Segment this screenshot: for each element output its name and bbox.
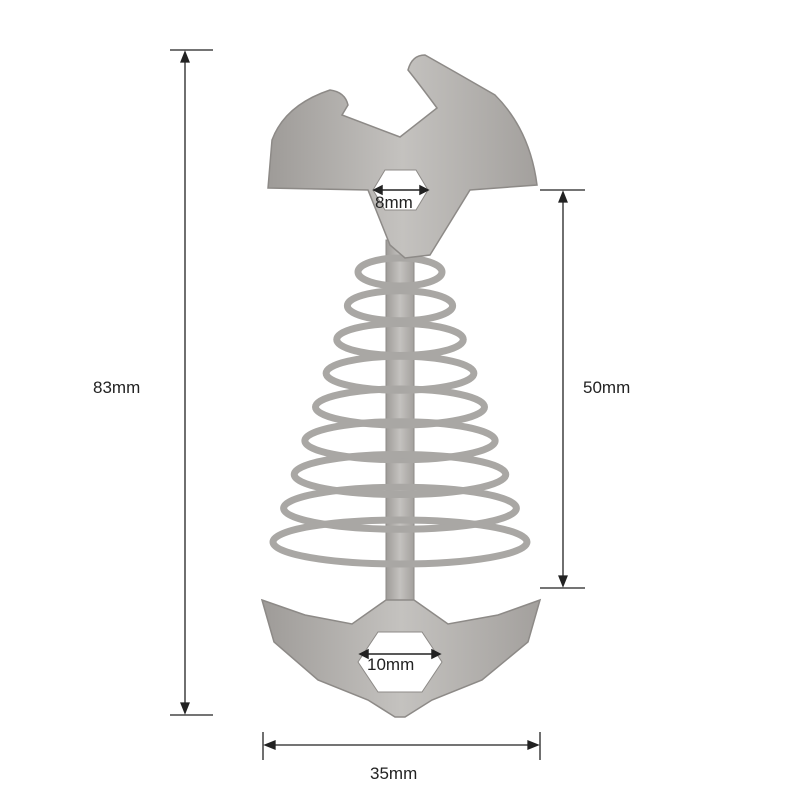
dimension-lines bbox=[170, 49, 585, 760]
spring-coil-ring bbox=[301, 418, 499, 464]
top-wrench-plate bbox=[267, 54, 538, 259]
total-length-label: 83mm bbox=[93, 378, 141, 397]
spring-length-label: 50mm bbox=[583, 378, 631, 397]
hex-dimension-arrows bbox=[358, 184, 442, 660]
spring-coil-ring bbox=[280, 483, 520, 533]
spring-coil-ring bbox=[269, 516, 531, 568]
top-hex-label: 8mm bbox=[375, 193, 413, 212]
spring-coil-ring bbox=[354, 254, 446, 290]
bottom-hex-hole bbox=[357, 631, 443, 693]
width-label: 35mm bbox=[370, 764, 418, 783]
spring-coil-ring bbox=[290, 451, 510, 498]
spring-coil bbox=[269, 254, 531, 568]
bottom-hex-label: 10mm bbox=[367, 655, 415, 674]
